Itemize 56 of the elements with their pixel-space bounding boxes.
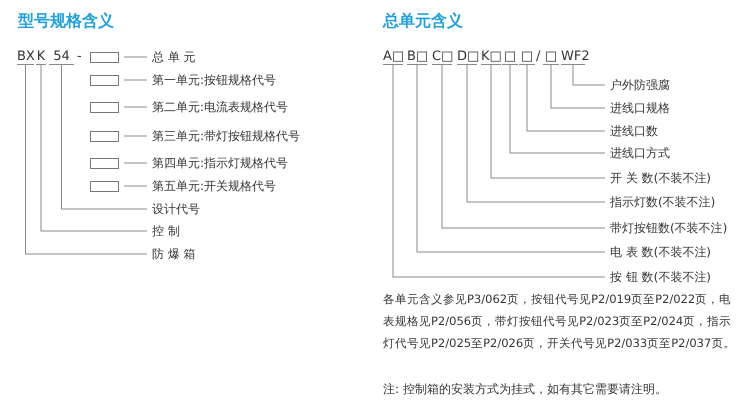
leader-line	[442, 64, 606, 228]
description-text: 进线口数	[610, 123, 658, 139]
code-segment: 54	[49, 49, 74, 65]
description-text: 第五单元:开关规格代号	[152, 178, 276, 194]
leader-line	[416, 64, 606, 252]
leader-line	[550, 64, 606, 108]
code-separator: -	[77, 49, 82, 64]
description-text: 总 单 元	[152, 49, 196, 65]
leader-line	[510, 64, 606, 154]
description-text: 按 钮 数(不装不注)	[610, 269, 711, 285]
description-text: 第四单元:指示灯规格代号	[152, 155, 288, 171]
heading: 型号规格含义	[18, 11, 114, 32]
leader-line	[526, 64, 606, 132]
placeholder-box	[90, 75, 119, 86]
code-segment: □	[543, 49, 559, 65]
leader-line	[25, 64, 148, 254]
heading: 总单元含义	[383, 11, 463, 32]
leader-line	[124, 106, 148, 108]
placeholder-box	[90, 181, 119, 192]
leader-line	[572, 64, 606, 86]
leader-line	[392, 64, 606, 278]
description-text: 指示灯数(不装不注)	[610, 194, 716, 210]
description-text: 开 关 数(不装不注)	[610, 170, 711, 186]
code-segment: K□	[481, 49, 501, 65]
note-text: 注: 控制箱的安装方式为挂式，如有其它需要请注明。	[383, 381, 667, 397]
leader-line	[124, 56, 148, 58]
description-text: 防 爆 箱	[152, 246, 196, 262]
description-text: 第二单元:电流表规格代号	[152, 99, 288, 115]
description-text: 进线口方式	[610, 145, 670, 161]
code-segment: BX	[17, 49, 34, 65]
leader-line	[40, 64, 148, 232]
code-segment: □	[502, 49, 518, 65]
leader-line	[466, 64, 606, 202]
placeholder-box	[90, 52, 119, 63]
description-text: 设计代号	[152, 201, 200, 217]
placeholder-box	[90, 131, 119, 142]
description-text: 第三单元:带灯按钮规格代号	[152, 128, 300, 144]
leader-line	[124, 162, 148, 164]
placeholder-box	[90, 158, 119, 169]
code-segment: C□	[432, 49, 452, 65]
description-text: 第一单元:按钮规格代号	[152, 72, 276, 88]
code-separator: /	[536, 49, 540, 64]
code-segment: K	[36, 49, 46, 65]
code-segment: □	[519, 49, 535, 65]
leader-line	[61, 64, 148, 210]
description-text: 控 制	[152, 223, 180, 239]
description-text: 进线口规格	[610, 100, 670, 116]
code-segment: B□	[407, 49, 427, 65]
description-text: 户外防强腐	[610, 77, 670, 93]
placeholder-box	[90, 102, 119, 113]
note-paragraph: 各单元含义参见P3/062页，按钮代号见P2/019页至P2/022页，电表规格见P2/056页，带灯按钮代号见P2/023页至P2/024页，指示灯代号见P2/025至P2/026页，开关代号见P2/033页至P2/037页。	[383, 291, 736, 352]
description-text: 带灯按钮数(不装不注)	[610, 220, 728, 236]
leader-line	[490, 64, 606, 178]
code-segment: A□	[383, 49, 403, 65]
code-segment: D□	[457, 49, 477, 65]
description-text: 电 表 数(不装不注)	[610, 244, 711, 260]
